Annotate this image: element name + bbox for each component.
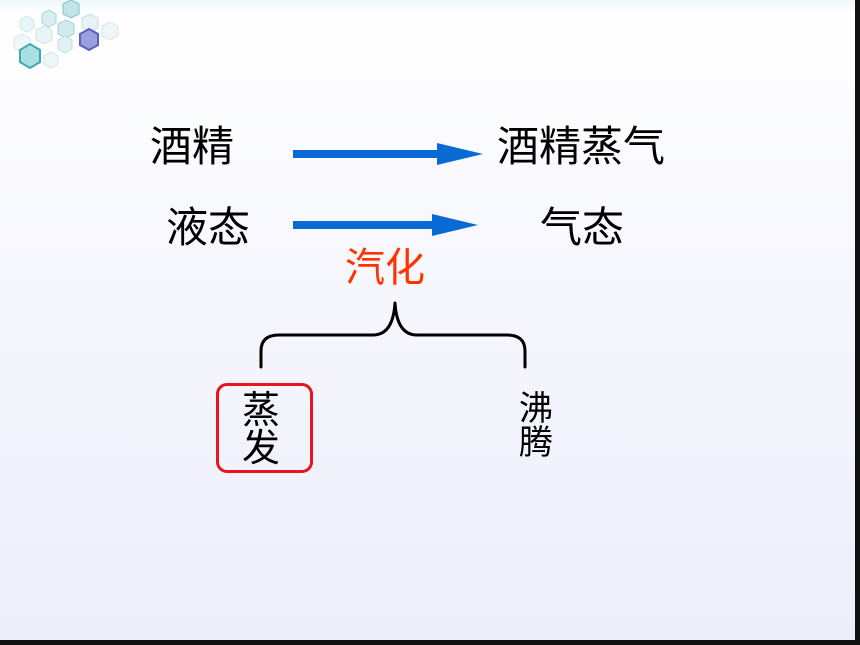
source-label-liquid: 液态 <box>166 203 251 252</box>
branch-char: 腾 <box>519 423 553 463</box>
target-label-alcohol-vapor: 酒精蒸气 <box>497 122 666 171</box>
branch-label-evaporation: 蒸 发 <box>241 391 281 467</box>
target-label-gas: 气态 <box>540 203 625 252</box>
branch-label-boiling: 沸 腾 <box>516 392 556 460</box>
hexagon-decoration-icon <box>13 0 119 70</box>
frame-edge-bottom <box>0 640 860 645</box>
frame-edge-right <box>855 0 860 645</box>
branch-char: 发 <box>241 426 280 470</box>
highlight-box-evaporation <box>216 383 313 473</box>
process-label-vaporization: 汽化 <box>345 245 425 291</box>
source-label-alcohol: 酒精 <box>150 122 235 171</box>
branch-char: 蒸 <box>241 388 280 432</box>
split-brace <box>259 301 527 369</box>
branch-char: 沸 <box>519 389 553 429</box>
top-band <box>0 0 855 14</box>
arrow-liquid-to-gas <box>293 214 478 236</box>
arrow-alcohol-to-vapor <box>293 143 483 165</box>
